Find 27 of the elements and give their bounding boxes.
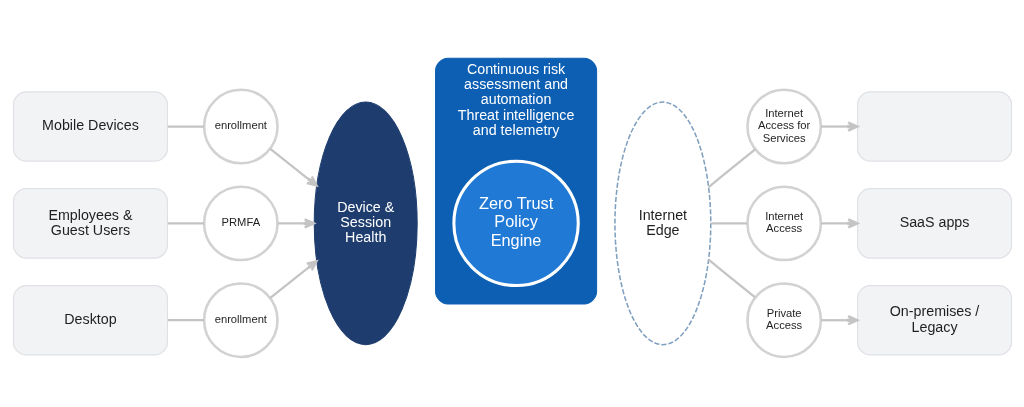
node-box: Desktop	[12, 284, 168, 356]
node-ellipse: Device & Session Health	[313, 101, 418, 346]
node-box: On-premises / Legacy	[856, 284, 1012, 356]
arrow	[269, 148, 318, 187]
node-box: Mobile Devices	[12, 91, 168, 162]
connector	[707, 148, 756, 188]
node-circle: enrollment	[202, 282, 279, 359]
connector	[167, 319, 204, 322]
arrow	[820, 121, 859, 132]
node-circle: Internet Access for Services	[745, 88, 822, 165]
connector	[710, 222, 747, 225]
connector	[167, 125, 204, 128]
arrow	[277, 218, 315, 229]
node-box: Employees & Guest Users	[12, 188, 168, 259]
node-circle: Private Access	[745, 282, 822, 359]
node-box: SaaS apps	[856, 188, 1012, 259]
node-box	[856, 91, 1012, 162]
node-circle: enrollment	[202, 88, 279, 165]
arrow	[820, 218, 859, 229]
node-circle: Zero Trust Policy Engine	[451, 159, 580, 288]
node-circle: Internet Access	[745, 185, 822, 262]
node-circle: PRMFA	[202, 185, 279, 262]
connector	[167, 222, 204, 225]
arrow	[269, 260, 318, 299]
node-ellipse: Internet Edge	[613, 101, 712, 346]
arrow	[820, 314, 859, 326]
connector	[707, 258, 756, 299]
